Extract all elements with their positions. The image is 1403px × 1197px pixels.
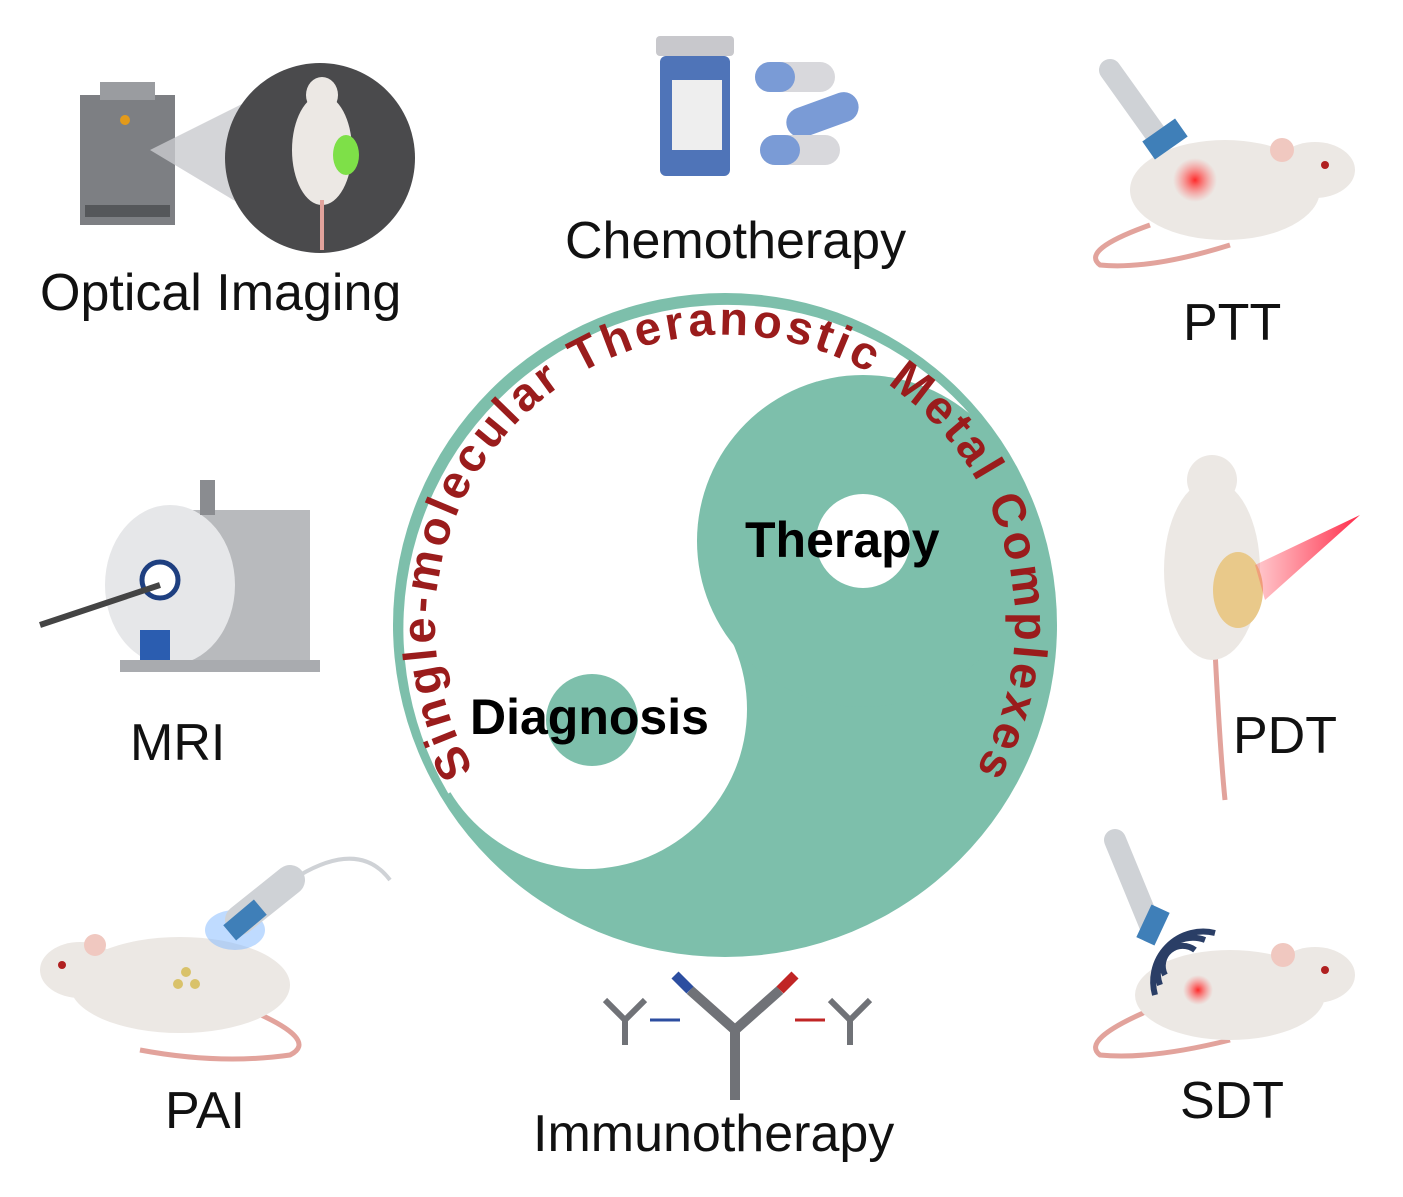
diagnosis-label: Diagnosis — [470, 689, 709, 745]
mri-label: MRI — [130, 714, 225, 772]
pai-mouse-icon — [40, 856, 392, 1062]
optical-imaging-device-icon — [80, 63, 415, 253]
pdt-label: PDT — [1233, 707, 1337, 765]
chemotherapy-label: Chemotherapy — [565, 212, 906, 270]
optical-imaging-label: Optical Imaging — [40, 264, 401, 322]
therapy-dot — [816, 494, 910, 588]
pai-label: PAI — [165, 1082, 245, 1140]
pdt-mouse-icon — [1164, 455, 1360, 801]
pill-bottle-icon — [656, 36, 734, 176]
antibodies-icon — [602, 971, 873, 1100]
sdt-mouse-icon — [1093, 829, 1355, 1059]
sdt-label: SDT — [1180, 1072, 1284, 1130]
diagnosis-dot — [546, 674, 638, 766]
immunotherapy-label: Immunotherapy — [533, 1105, 894, 1163]
mri-scanner-icon — [39, 480, 320, 672]
therapy-label: Therapy — [745, 512, 940, 568]
ptt-label: PTT — [1183, 294, 1281, 352]
ptt-mouse-icon — [1093, 59, 1355, 269]
capsules-icon — [755, 62, 859, 165]
yin-yang-circle — [393, 293, 1057, 957]
